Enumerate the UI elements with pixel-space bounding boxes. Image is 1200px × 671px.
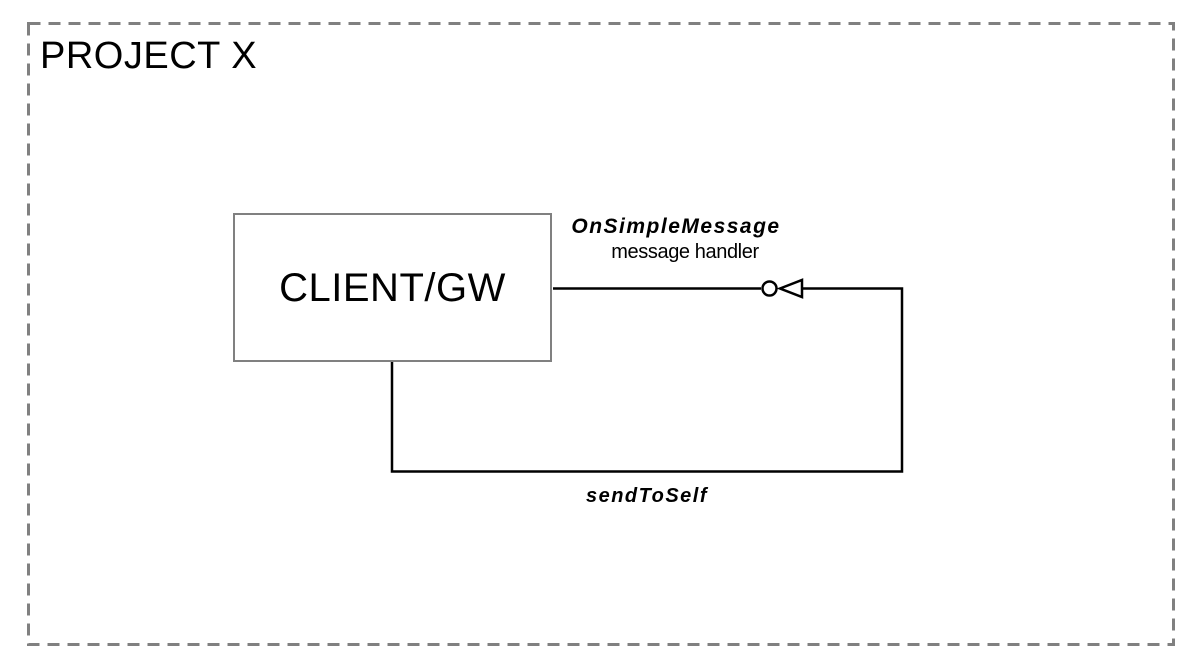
arrowhead-triangle-icon xyxy=(776,278,804,299)
client-gw-node: CLIENT/GW xyxy=(233,213,552,362)
self-loop-line xyxy=(390,287,904,473)
project-frame-border xyxy=(27,22,1175,646)
handler-subtitle-label: message handler xyxy=(611,241,759,263)
node-label: CLIENT/GW xyxy=(279,265,506,310)
message-name-label: sendToSelf xyxy=(585,485,709,507)
message-port-circle xyxy=(761,280,778,297)
frame-title: PROJECT X xyxy=(40,35,258,77)
handler-name-label: OnSimpleMessage xyxy=(571,215,781,238)
